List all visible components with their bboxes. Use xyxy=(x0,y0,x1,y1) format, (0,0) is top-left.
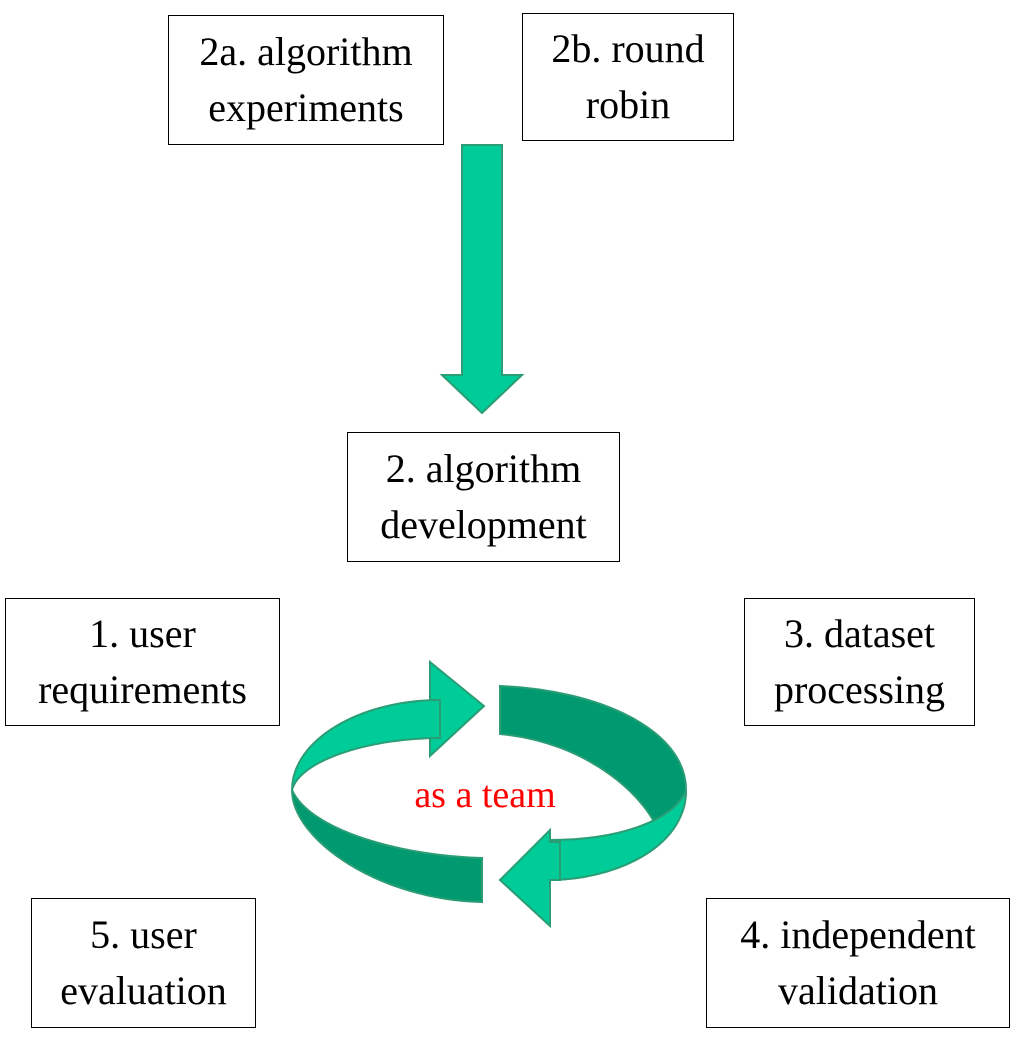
cycle-arrows xyxy=(291,659,688,929)
node-independent-validation: 4. independent validation xyxy=(706,898,1010,1028)
node-line-1: 3. dataset xyxy=(783,611,936,656)
node-line-1: 4. independent xyxy=(740,912,976,957)
down-arrow xyxy=(439,144,525,415)
cycle-right-arrowhead xyxy=(498,827,561,929)
node-line-2: experiments xyxy=(208,85,404,130)
node-line-2: development xyxy=(380,502,587,547)
cycle-left-band-lower xyxy=(291,789,483,904)
node-algorithm-experiments: 2a. algorithm experiments xyxy=(168,15,444,145)
node-line-1: 5. user xyxy=(90,912,197,957)
cycle-left-arrowhead xyxy=(429,659,486,759)
center-label: as a team xyxy=(414,774,556,816)
node-line-2: validation xyxy=(778,968,938,1013)
node-user-evaluation: 5. user evaluation xyxy=(31,898,256,1028)
node-line-2: robin xyxy=(585,82,671,127)
node-line-2: evaluation xyxy=(60,968,227,1013)
node-line-1: 1. user xyxy=(89,611,196,656)
node-line-2: processing xyxy=(773,667,946,712)
node-line-2: requirements xyxy=(38,667,247,712)
node-round-robin: 2b. round robin xyxy=(522,13,734,141)
node-user-requirements: 1. user requirements xyxy=(5,598,280,726)
node-dataset-processing: 3. dataset processing xyxy=(744,598,975,726)
node-line-1: 2a. algorithm xyxy=(199,29,413,74)
node-algorithm-development: 2. algorithm development xyxy=(347,432,620,562)
node-line-1: 2. algorithm xyxy=(385,446,582,491)
node-line-1: 2b. round xyxy=(551,26,705,71)
